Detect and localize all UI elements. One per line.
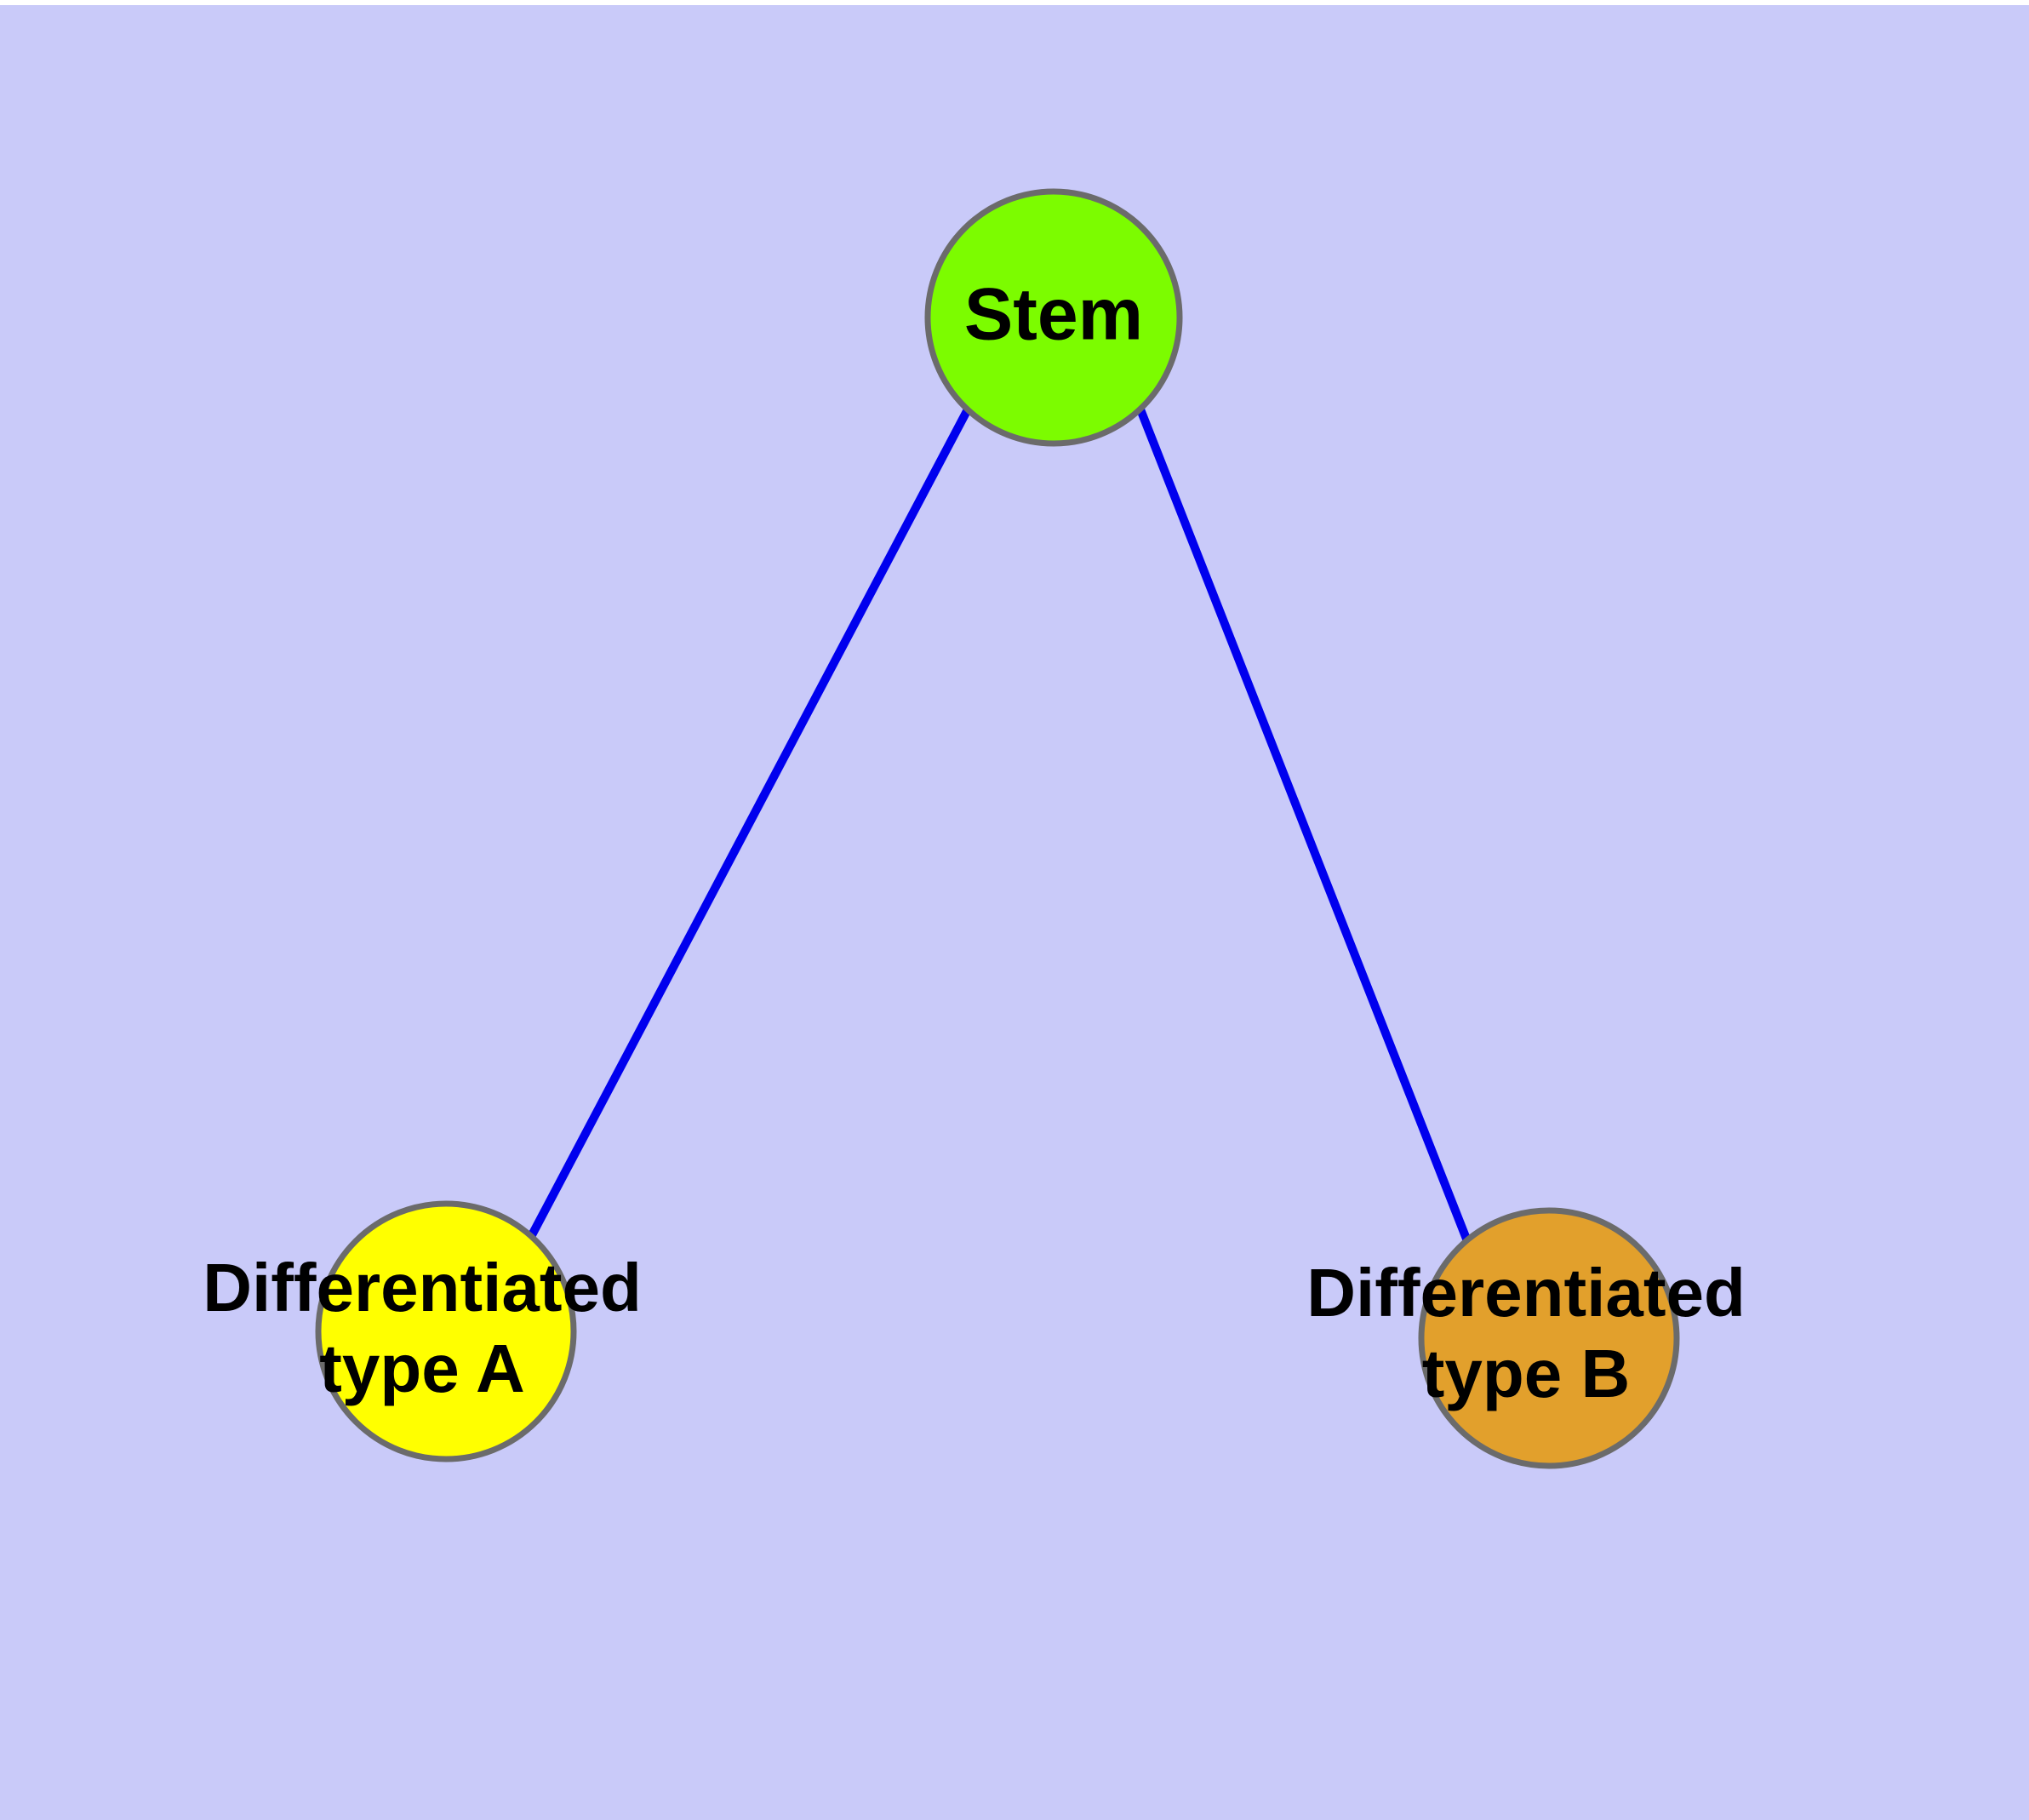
node-label-differentiated-type-b-line1: Differentiated [1306,1255,1746,1331]
label-layer: Stem Differentiated type A Differentiate… [203,274,1746,1411]
node-label-differentiated-type-a-line2: type A [319,1331,525,1406]
edge-layer [521,407,1475,1251]
node-label-differentiated-type-a-line1: Differentiated [203,1250,642,1325]
node-label-differentiated-type-b-line2: type B [1422,1336,1631,1411]
node-label-stem: Stem [964,274,1143,356]
node-differentiated-type-a[interactable] [315,1200,577,1462]
node-differentiated-type-b[interactable] [1418,1207,1680,1469]
edge-stem-to-differentiated-type-b[interactable] [1136,408,1475,1251]
node-stem[interactable] [924,188,1183,447]
edge-stem-to-differentiated-type-a[interactable] [521,407,972,1251]
node-layer [315,188,1680,1469]
